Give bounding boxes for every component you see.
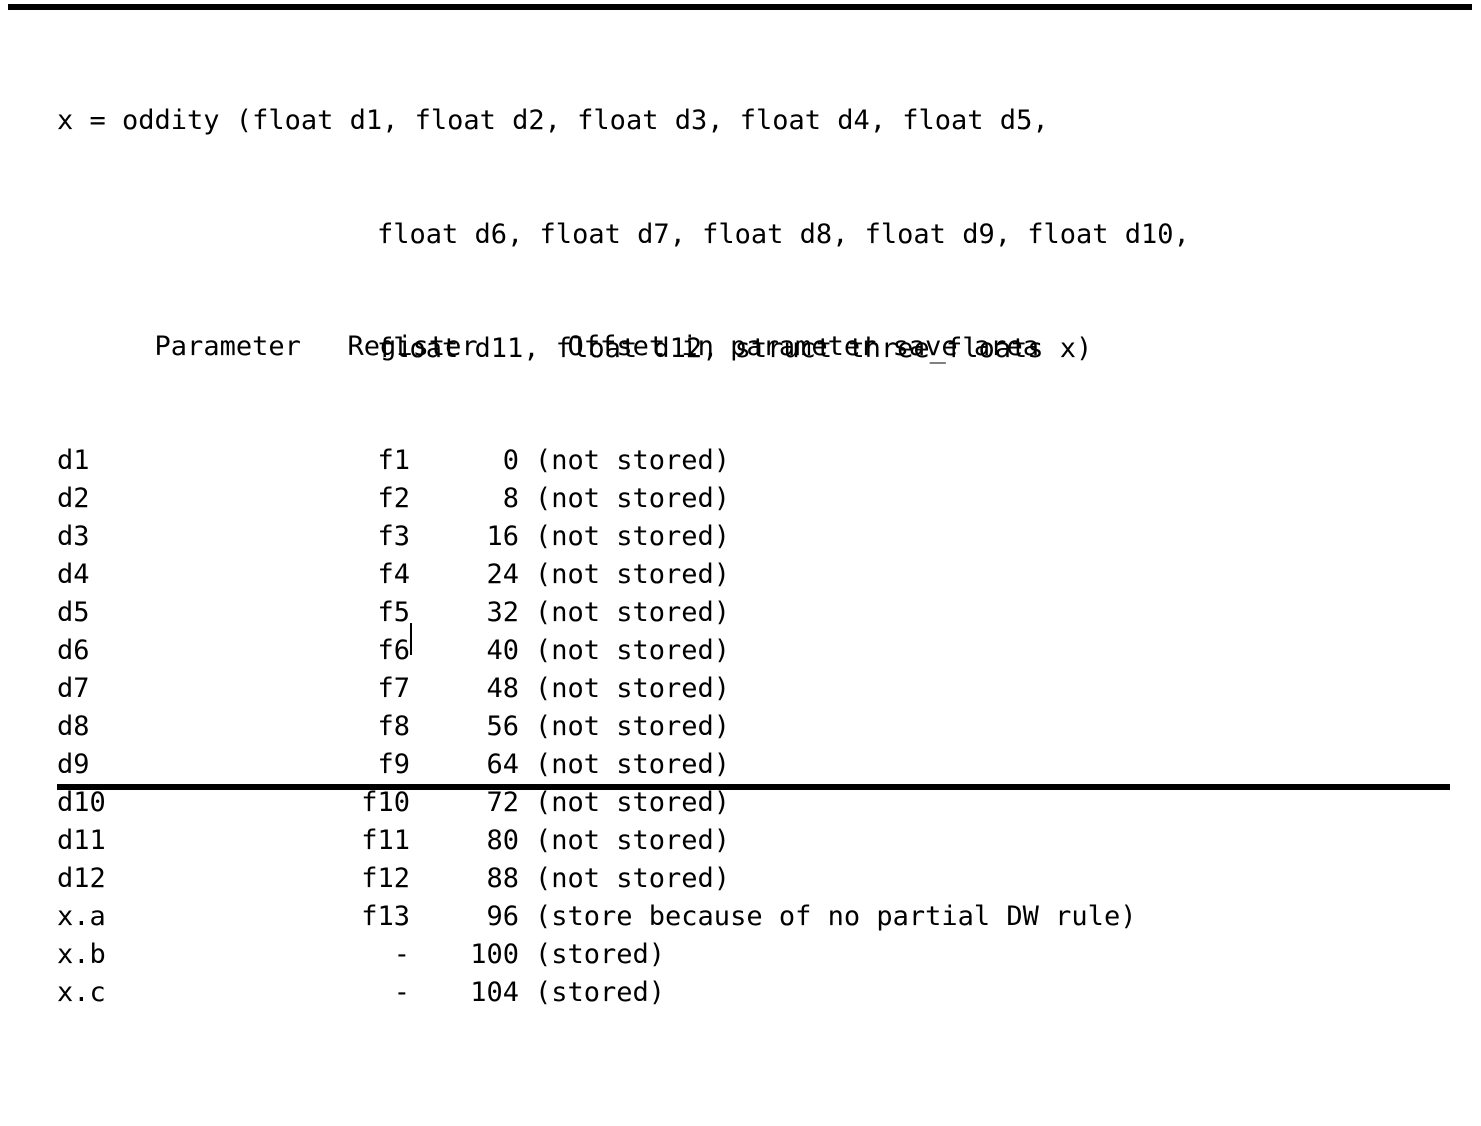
cell-note: (not stored) (535, 749, 731, 780)
cell-register: f3 (377, 521, 410, 552)
table-body: d1 f1 0 (not stored) d2 f2 8 (not stored) d3 f3 16… (57, 442, 1136, 1012)
column-header-register: Register (347, 331, 478, 362)
cell-register: f13 (361, 901, 410, 932)
cell-offset: 48 (486, 673, 519, 704)
cell-parameter: x.c (57, 977, 106, 1008)
signature-line-2: float d6, float d7, float d8, float d9, … (377, 219, 1190, 250)
table-row[interactable]: d1 f1 0 (not stored) (57, 442, 1136, 480)
cell-parameter: d2 (57, 483, 90, 514)
cell-note: (not stored) (535, 635, 731, 666)
table-row[interactable]: d7 f7 48 (not stored) (57, 670, 1136, 708)
table-row[interactable]: d5 f5 32 (not stored) (57, 594, 1136, 655)
table-row[interactable]: d2 f2 8 (not stored) (57, 480, 1136, 518)
cell-note: (not stored) (535, 597, 731, 628)
cell-note: (not stored) (535, 673, 731, 704)
text-cursor (410, 623, 412, 655)
cell-offset: 8 (502, 483, 519, 514)
signature-line-1: x = oddity (float d1, float d2, float d3… (57, 105, 1049, 136)
cell-parameter: d11 (57, 825, 106, 856)
function-signature-block: x = oddity (float d1, float d2, float d3… (57, 26, 1190, 444)
cell-parameter: d8 (57, 711, 90, 742)
cell-offset: 0 (502, 445, 519, 476)
table-row[interactable]: d9 f9 64 (not stored) (57, 746, 1136, 784)
table-row[interactable]: d12 f12 88 (not stored) (57, 860, 1136, 898)
column-header-parameter: Parameter (154, 331, 301, 362)
cell-register: f8 (377, 711, 410, 742)
cell-parameter: x.a (57, 901, 106, 932)
cell-parameter: d5 (57, 597, 90, 628)
cell-register: f11 (361, 825, 410, 856)
document-page: x = oddity (float d1, float d2, float d3… (8, 4, 1472, 1008)
table-row[interactable]: d6 f6 40 (not stored) (57, 632, 1136, 670)
cell-parameter: d3 (57, 521, 90, 552)
table-row[interactable]: d11 f11 80 (not stored) (57, 822, 1136, 860)
cell-register: - (393, 939, 410, 970)
cell-register: f2 (377, 483, 410, 514)
cell-note: (stored) (535, 939, 666, 970)
column-header-offset: Offset in parameter save area (567, 331, 1039, 362)
cell-offset: 96 (486, 901, 519, 932)
cell-note: (not stored) (535, 825, 731, 856)
cell-note: (store because of no partial DW rule) (535, 901, 1137, 932)
cell-note: (not stored) (535, 483, 731, 514)
cell-note: (stored) (535, 977, 666, 1008)
table-header-row: Parameter Register Offset in parameter sav… (57, 290, 1136, 362)
cell-parameter: d4 (57, 559, 90, 590)
cell-note: (not stored) (535, 863, 731, 894)
table-row[interactable]: x.c - 104 (stored) (57, 974, 1136, 1012)
cell-register: f4 (377, 559, 410, 590)
table-row[interactable]: d3 f3 16 (not stored) (57, 518, 1136, 556)
cell-offset: 24 (486, 559, 519, 590)
cell-note: (not stored) (535, 521, 731, 552)
cell-register: f1 (377, 445, 410, 476)
cell-note: (not stored) (535, 445, 731, 476)
cell-register: f6 (377, 635, 410, 666)
cell-parameter: x.b (57, 939, 106, 970)
table-row[interactable]: d4 f4 24 (not stored) (57, 556, 1136, 594)
cell-offset: 88 (486, 863, 519, 894)
cell-offset: 56 (486, 711, 519, 742)
table-row[interactable]: x.a f13 96 (store because of no partial DW … (57, 898, 1136, 936)
cell-parameter: d12 (57, 863, 106, 894)
top-horizontal-rule (8, 4, 1472, 10)
signature-line-3: float d11, float d12, struct three_float… (377, 333, 1093, 364)
cell-offset: 104 (470, 977, 519, 1008)
cell-parameter: d6 (57, 635, 90, 666)
cell-parameter: d1 (57, 445, 90, 476)
cell-note: (not stored) (535, 559, 731, 590)
cell-offset: 64 (486, 749, 519, 780)
cell-offset: 40 (486, 635, 519, 666)
table-row[interactable]: x.b - 100 (stored) (57, 936, 1136, 974)
cell-offset: 32 (486, 597, 519, 628)
cell-register: f9 (377, 749, 410, 780)
cell-register: - (393, 977, 410, 1008)
cell-offset: 80 (486, 825, 519, 856)
cell-offset: 16 (486, 521, 519, 552)
cell-register: f12 (361, 863, 410, 894)
cell-parameter: d7 (57, 673, 90, 704)
table-row[interactable]: d8 f8 56 (not stored) (57, 708, 1136, 746)
cell-register: f7 (377, 673, 410, 704)
parameter-register-table: Parameter Register Offset in parameter sav… (57, 176, 1136, 1126)
cell-parameter: d9 (57, 749, 90, 780)
cell-offset: 100 (470, 939, 519, 970)
cell-register: f5 (377, 597, 410, 628)
bottom-horizontal-rule (57, 784, 1450, 790)
cell-note: (not stored) (535, 711, 731, 742)
